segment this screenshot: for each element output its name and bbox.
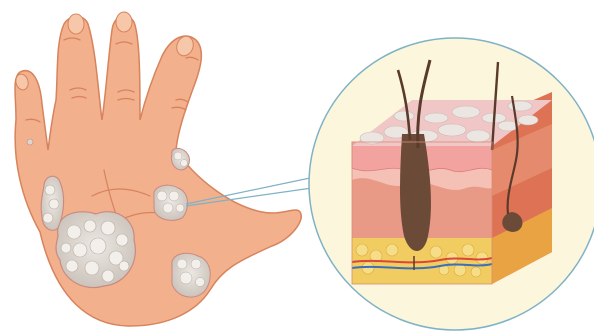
plaque-small bbox=[27, 139, 33, 145]
plaque-palm-large bbox=[56, 212, 135, 288]
plaque-lower-right bbox=[172, 253, 210, 297]
plaque-thumb-side bbox=[41, 176, 63, 230]
hand bbox=[14, 12, 301, 326]
plaque-index-base bbox=[154, 185, 188, 220]
magnified-skin-view bbox=[309, 38, 594, 330]
hand-palm-shape bbox=[15, 16, 301, 326]
plaque-finger bbox=[171, 148, 189, 170]
